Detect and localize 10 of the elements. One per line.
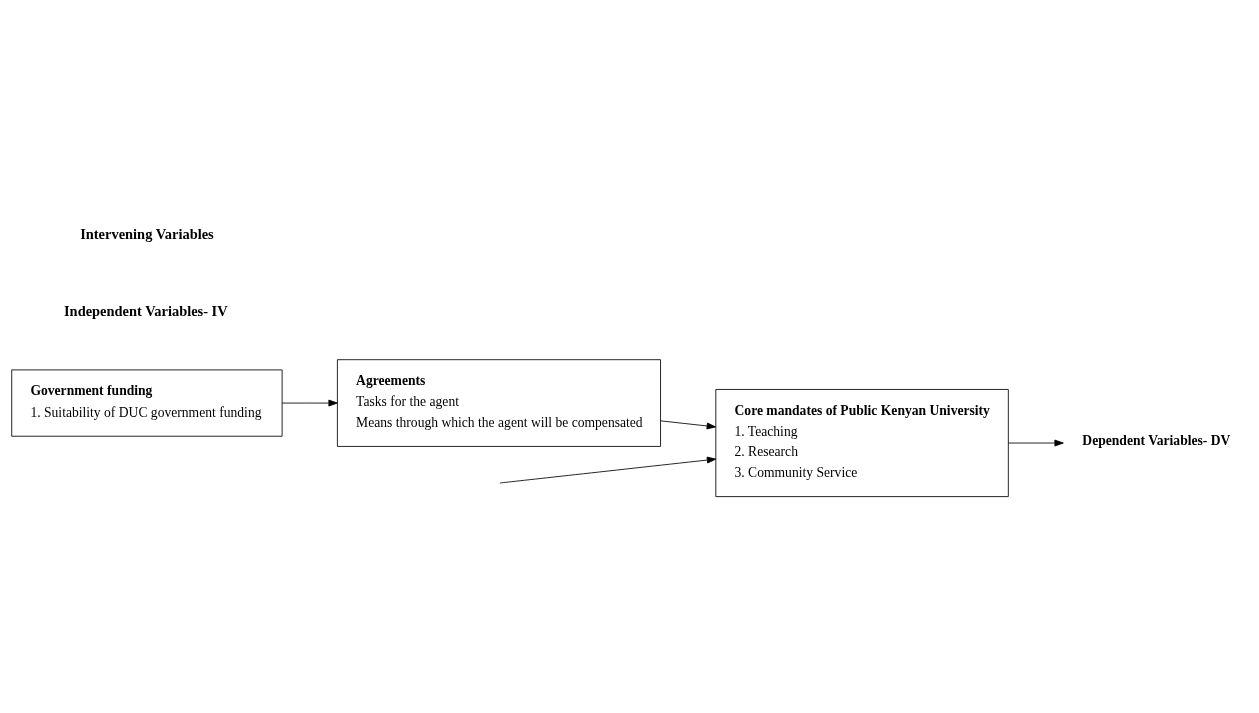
- arrow: [281, 399, 338, 407]
- node-box: Government funding 1. Suitability of DUC government funding: [11, 369, 283, 437]
- arrow: [660, 420, 716, 430]
- label: Intervening Variables: [80, 226, 214, 243]
- node-box: Core mandates of Public Kenyan University 1. Teaching 2. Research 3. Community Service: [715, 389, 1009, 498]
- arrow: [1008, 439, 1064, 447]
- node-text: Dependent Variables- DV: [1082, 433, 1231, 449]
- label: Independent Variables- IV: [64, 302, 228, 319]
- node-box: Agreements Tasks for the agent Means through which the agent will be compensated: [336, 359, 661, 447]
- arrow: [499, 456, 717, 484]
